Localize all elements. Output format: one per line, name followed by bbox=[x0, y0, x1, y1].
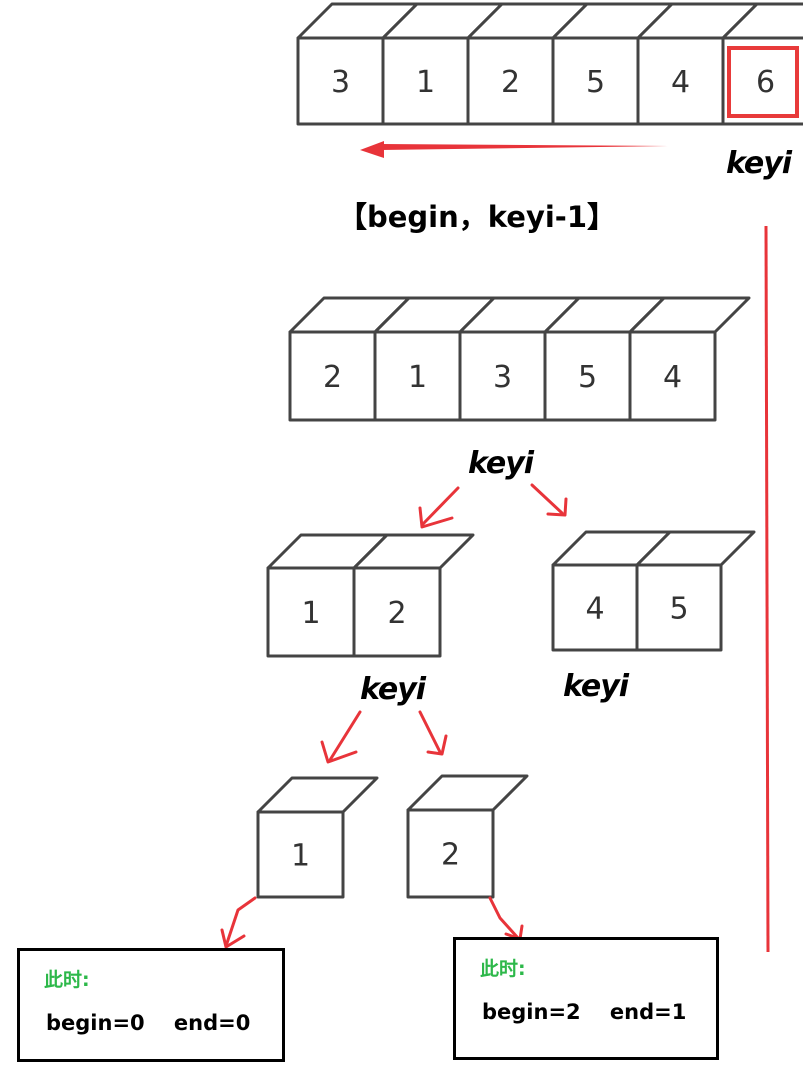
note-title: 此时: bbox=[44, 969, 90, 991]
array-cell: 6 bbox=[721, 2, 803, 126]
array-cell: 2 bbox=[288, 296, 411, 422]
note-values: begin=0 end=0 bbox=[46, 1011, 250, 1035]
range-label: 【begin，keyi-1】 bbox=[338, 200, 617, 234]
cell-value: 2 bbox=[387, 596, 406, 631]
note-box-left: 此时: begin=0 end=0 bbox=[17, 948, 285, 1062]
cell-top-face bbox=[256, 776, 379, 814]
keyi-label-top: keyi bbox=[726, 146, 792, 181]
keyi-label-level3-left: keyi bbox=[360, 672, 426, 707]
cell-value: 1 bbox=[301, 596, 320, 631]
cell-top-face bbox=[406, 774, 529, 812]
cell-value: 3 bbox=[493, 360, 512, 395]
cell-front-face bbox=[543, 330, 632, 422]
cell-value: 4 bbox=[663, 360, 682, 395]
array-cell: 2 bbox=[466, 2, 589, 126]
arrow-to-note-left bbox=[224, 896, 257, 948]
left-range-arrow-shaft bbox=[380, 144, 668, 150]
array-after_partition: 2 1 3 5 4 bbox=[288, 296, 751, 422]
cell-value: 3 bbox=[331, 65, 350, 100]
cell-front-face bbox=[466, 36, 555, 126]
note-begin: begin=2 bbox=[482, 1000, 581, 1024]
cell-front-face bbox=[628, 330, 717, 422]
arrow-to-leaf-left bbox=[328, 710, 362, 762]
array-full: 3 1 2 5 4 6 bbox=[296, 2, 803, 126]
array-leaf_left: 1 bbox=[256, 776, 379, 899]
arrow-to-left-sub bbox=[420, 486, 460, 527]
array-cell: 1 bbox=[256, 776, 379, 899]
array-cell: 4 bbox=[551, 530, 672, 652]
cell-value: 2 bbox=[323, 360, 342, 395]
cell-front-face bbox=[551, 36, 640, 126]
array-cell: 5 bbox=[543, 296, 666, 422]
cell-front-face bbox=[288, 330, 377, 422]
left-range-arrow-head bbox=[360, 141, 384, 158]
cell-front-face bbox=[381, 36, 470, 126]
cell-front-face bbox=[373, 330, 462, 422]
arrow-to-leaf-right bbox=[418, 710, 442, 754]
arrow-head bbox=[220, 928, 246, 949]
keyi-label-level2: keyi bbox=[468, 446, 534, 481]
note-begin: begin=0 bbox=[46, 1011, 145, 1035]
cell-value: 5 bbox=[669, 592, 688, 627]
cell-front-face bbox=[256, 810, 345, 899]
cell-front-face bbox=[635, 563, 723, 652]
array-cell: 1 bbox=[373, 296, 496, 422]
cell-value: 1 bbox=[416, 65, 435, 100]
arrow-to-note-right bbox=[488, 896, 520, 940]
note-end: end=0 bbox=[173, 1011, 251, 1035]
array-cell: 5 bbox=[635, 530, 756, 652]
cell-value: 2 bbox=[441, 838, 460, 873]
array-leaf_right: 2 bbox=[406, 774, 529, 899]
note-title: 此时: bbox=[480, 958, 526, 980]
arrow-head bbox=[418, 506, 454, 529]
cell-front-face bbox=[406, 808, 495, 899]
arrow-head bbox=[320, 740, 358, 764]
cell-value: 5 bbox=[586, 65, 605, 100]
cell-front-face bbox=[266, 566, 356, 658]
array-cell: 2 bbox=[352, 533, 475, 658]
array-cell: 4 bbox=[628, 296, 751, 422]
cell-value: 2 bbox=[501, 65, 520, 100]
pivot-highlight-box bbox=[727, 46, 799, 118]
array-cell: 5 bbox=[551, 2, 674, 126]
cell-value: 1 bbox=[408, 360, 427, 395]
array-cell: 1 bbox=[381, 2, 504, 126]
arrow-head bbox=[426, 734, 448, 756]
cell-front-face bbox=[352, 566, 442, 658]
cell-value: 1 bbox=[291, 839, 310, 874]
cell-front-face bbox=[721, 36, 803, 126]
cell-value: 6 bbox=[756, 65, 775, 100]
cell-value: 4 bbox=[671, 65, 690, 100]
cell-value: 5 bbox=[578, 360, 597, 395]
keyi-label-level3-right: keyi bbox=[563, 669, 629, 704]
note-box-right: 此时: begin=2 end=1 bbox=[453, 937, 719, 1060]
cell-front-face bbox=[551, 563, 639, 652]
note-end: end=1 bbox=[609, 1000, 687, 1024]
note-values: begin=2 end=1 bbox=[482, 1000, 686, 1024]
arrow-to-right-sub bbox=[530, 483, 564, 515]
cell-value: 4 bbox=[585, 592, 604, 627]
recursion-vertical-line bbox=[764, 225, 770, 953]
array-cell: 2 bbox=[406, 774, 529, 899]
array-cell: 3 bbox=[296, 2, 419, 126]
arrow-head bbox=[546, 497, 568, 517]
